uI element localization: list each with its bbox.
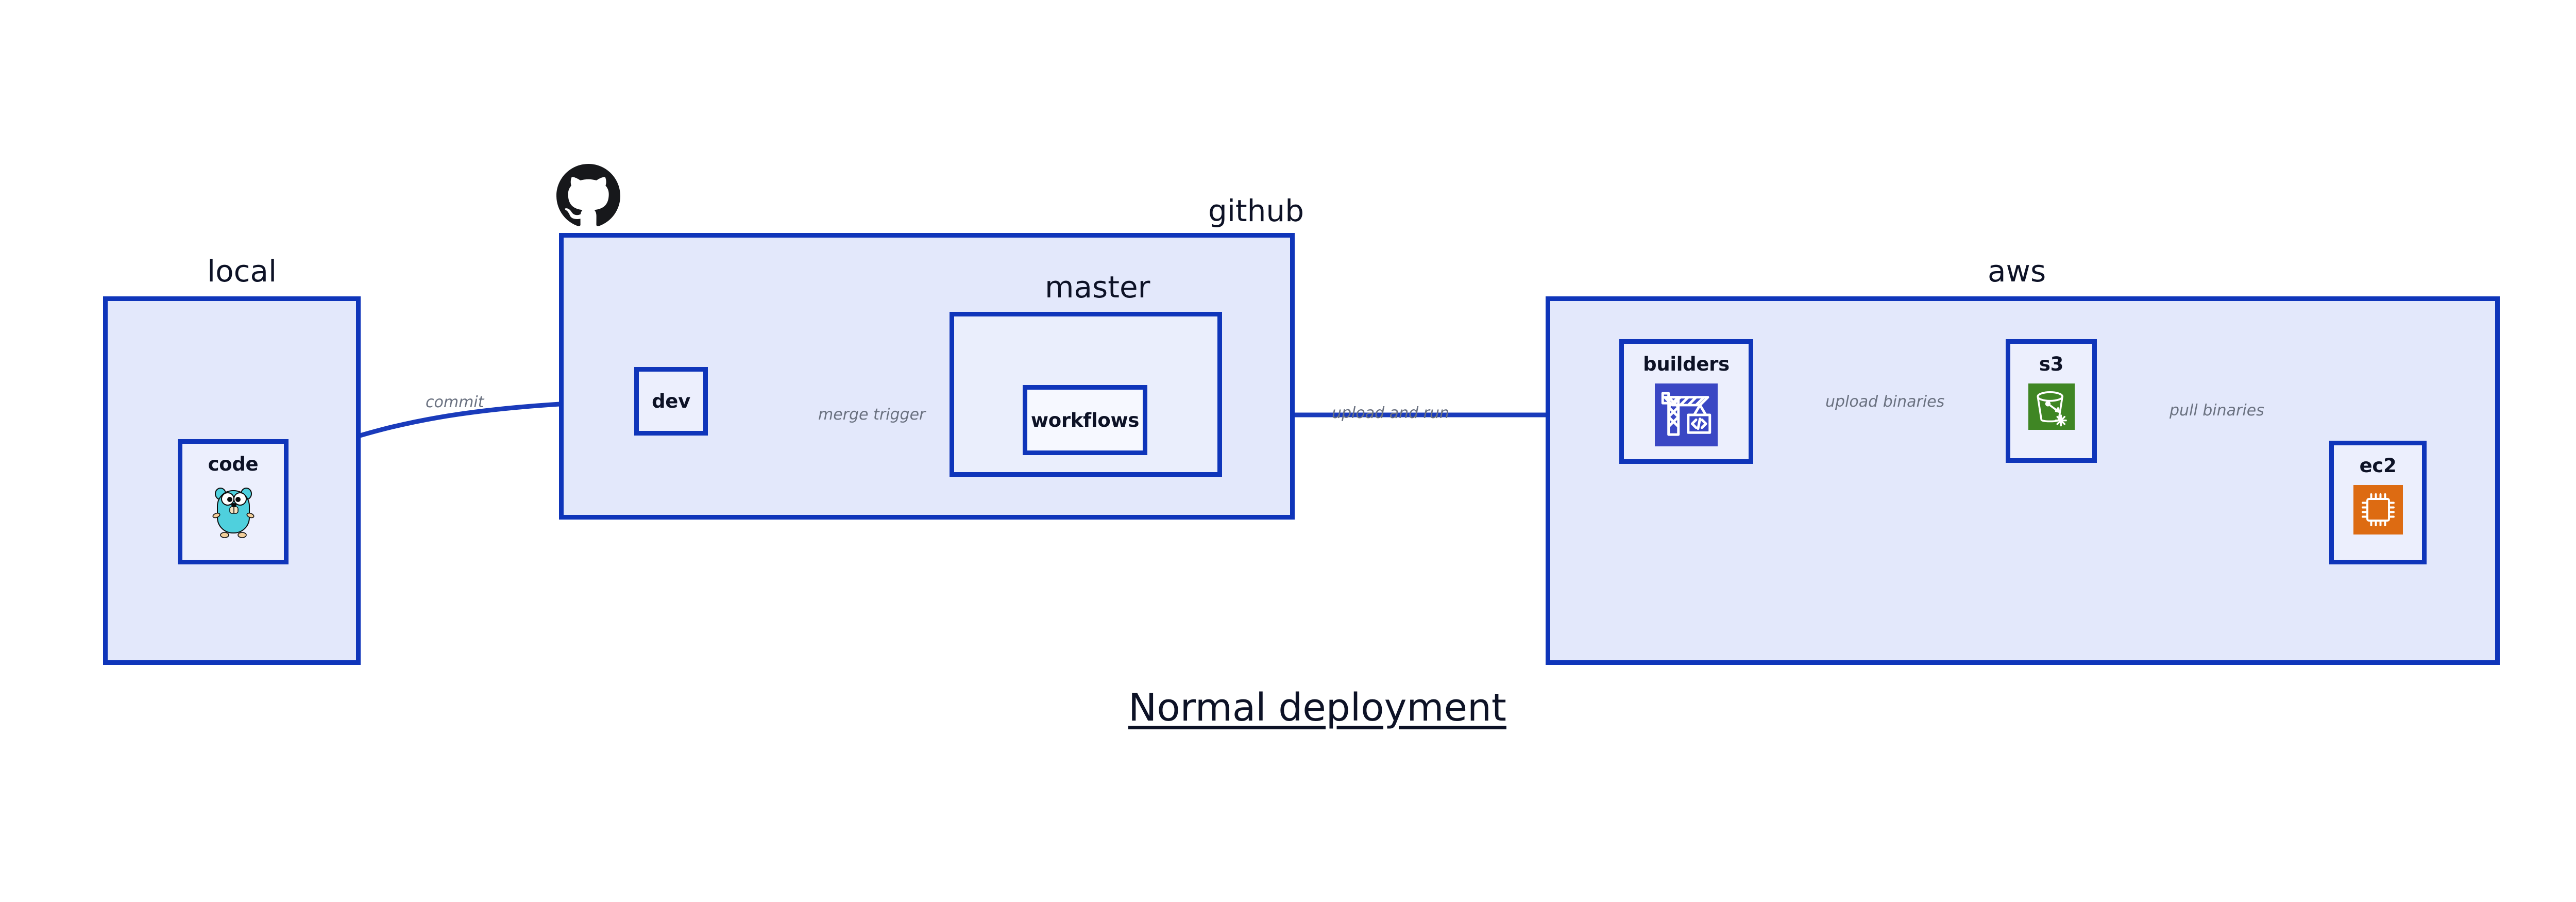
s3-bucket-icon [2028,383,2075,432]
cpu-chip-icon [2353,485,2403,537]
edge-label-upload-binaries: upload binaries [1825,393,1945,411]
node-dev-label: dev [652,390,690,412]
cluster-label-github: github [1208,193,1304,228]
node-ec2[interactable]: ec2 [2329,441,2427,564]
node-workflows[interactable]: workflows [1023,385,1147,455]
edge-label-upload-and-run: upload and run [1332,404,1450,422]
node-workflows-label: workflows [1030,409,1140,431]
node-dev[interactable]: dev [634,367,708,436]
cluster-label-master: master [1045,270,1150,305]
github-logo-icon [556,164,620,230]
edge-label-pull-binaries: pull binaries [2170,402,2264,420]
node-builders-label: builders [1643,353,1730,375]
edge-label-merge-trigger: merge trigger [818,406,926,424]
node-ec2-label: ec2 [2359,455,2397,477]
edge-label-commit: commit [426,393,484,411]
node-s3-label: s3 [2039,353,2064,375]
go-gopher-icon [211,483,256,541]
node-builders[interactable]: builders [1619,339,1753,464]
crane-code-icon [1655,383,1718,448]
node-code[interactable]: code [178,439,289,564]
cluster-label-aws: aws [1988,254,2046,289]
node-code-label: code [208,453,259,475]
node-s3[interactable]: s3 [2006,339,2097,463]
diagram-title: Normal deployment [1128,686,1506,730]
cluster-label-local: local [207,254,277,289]
